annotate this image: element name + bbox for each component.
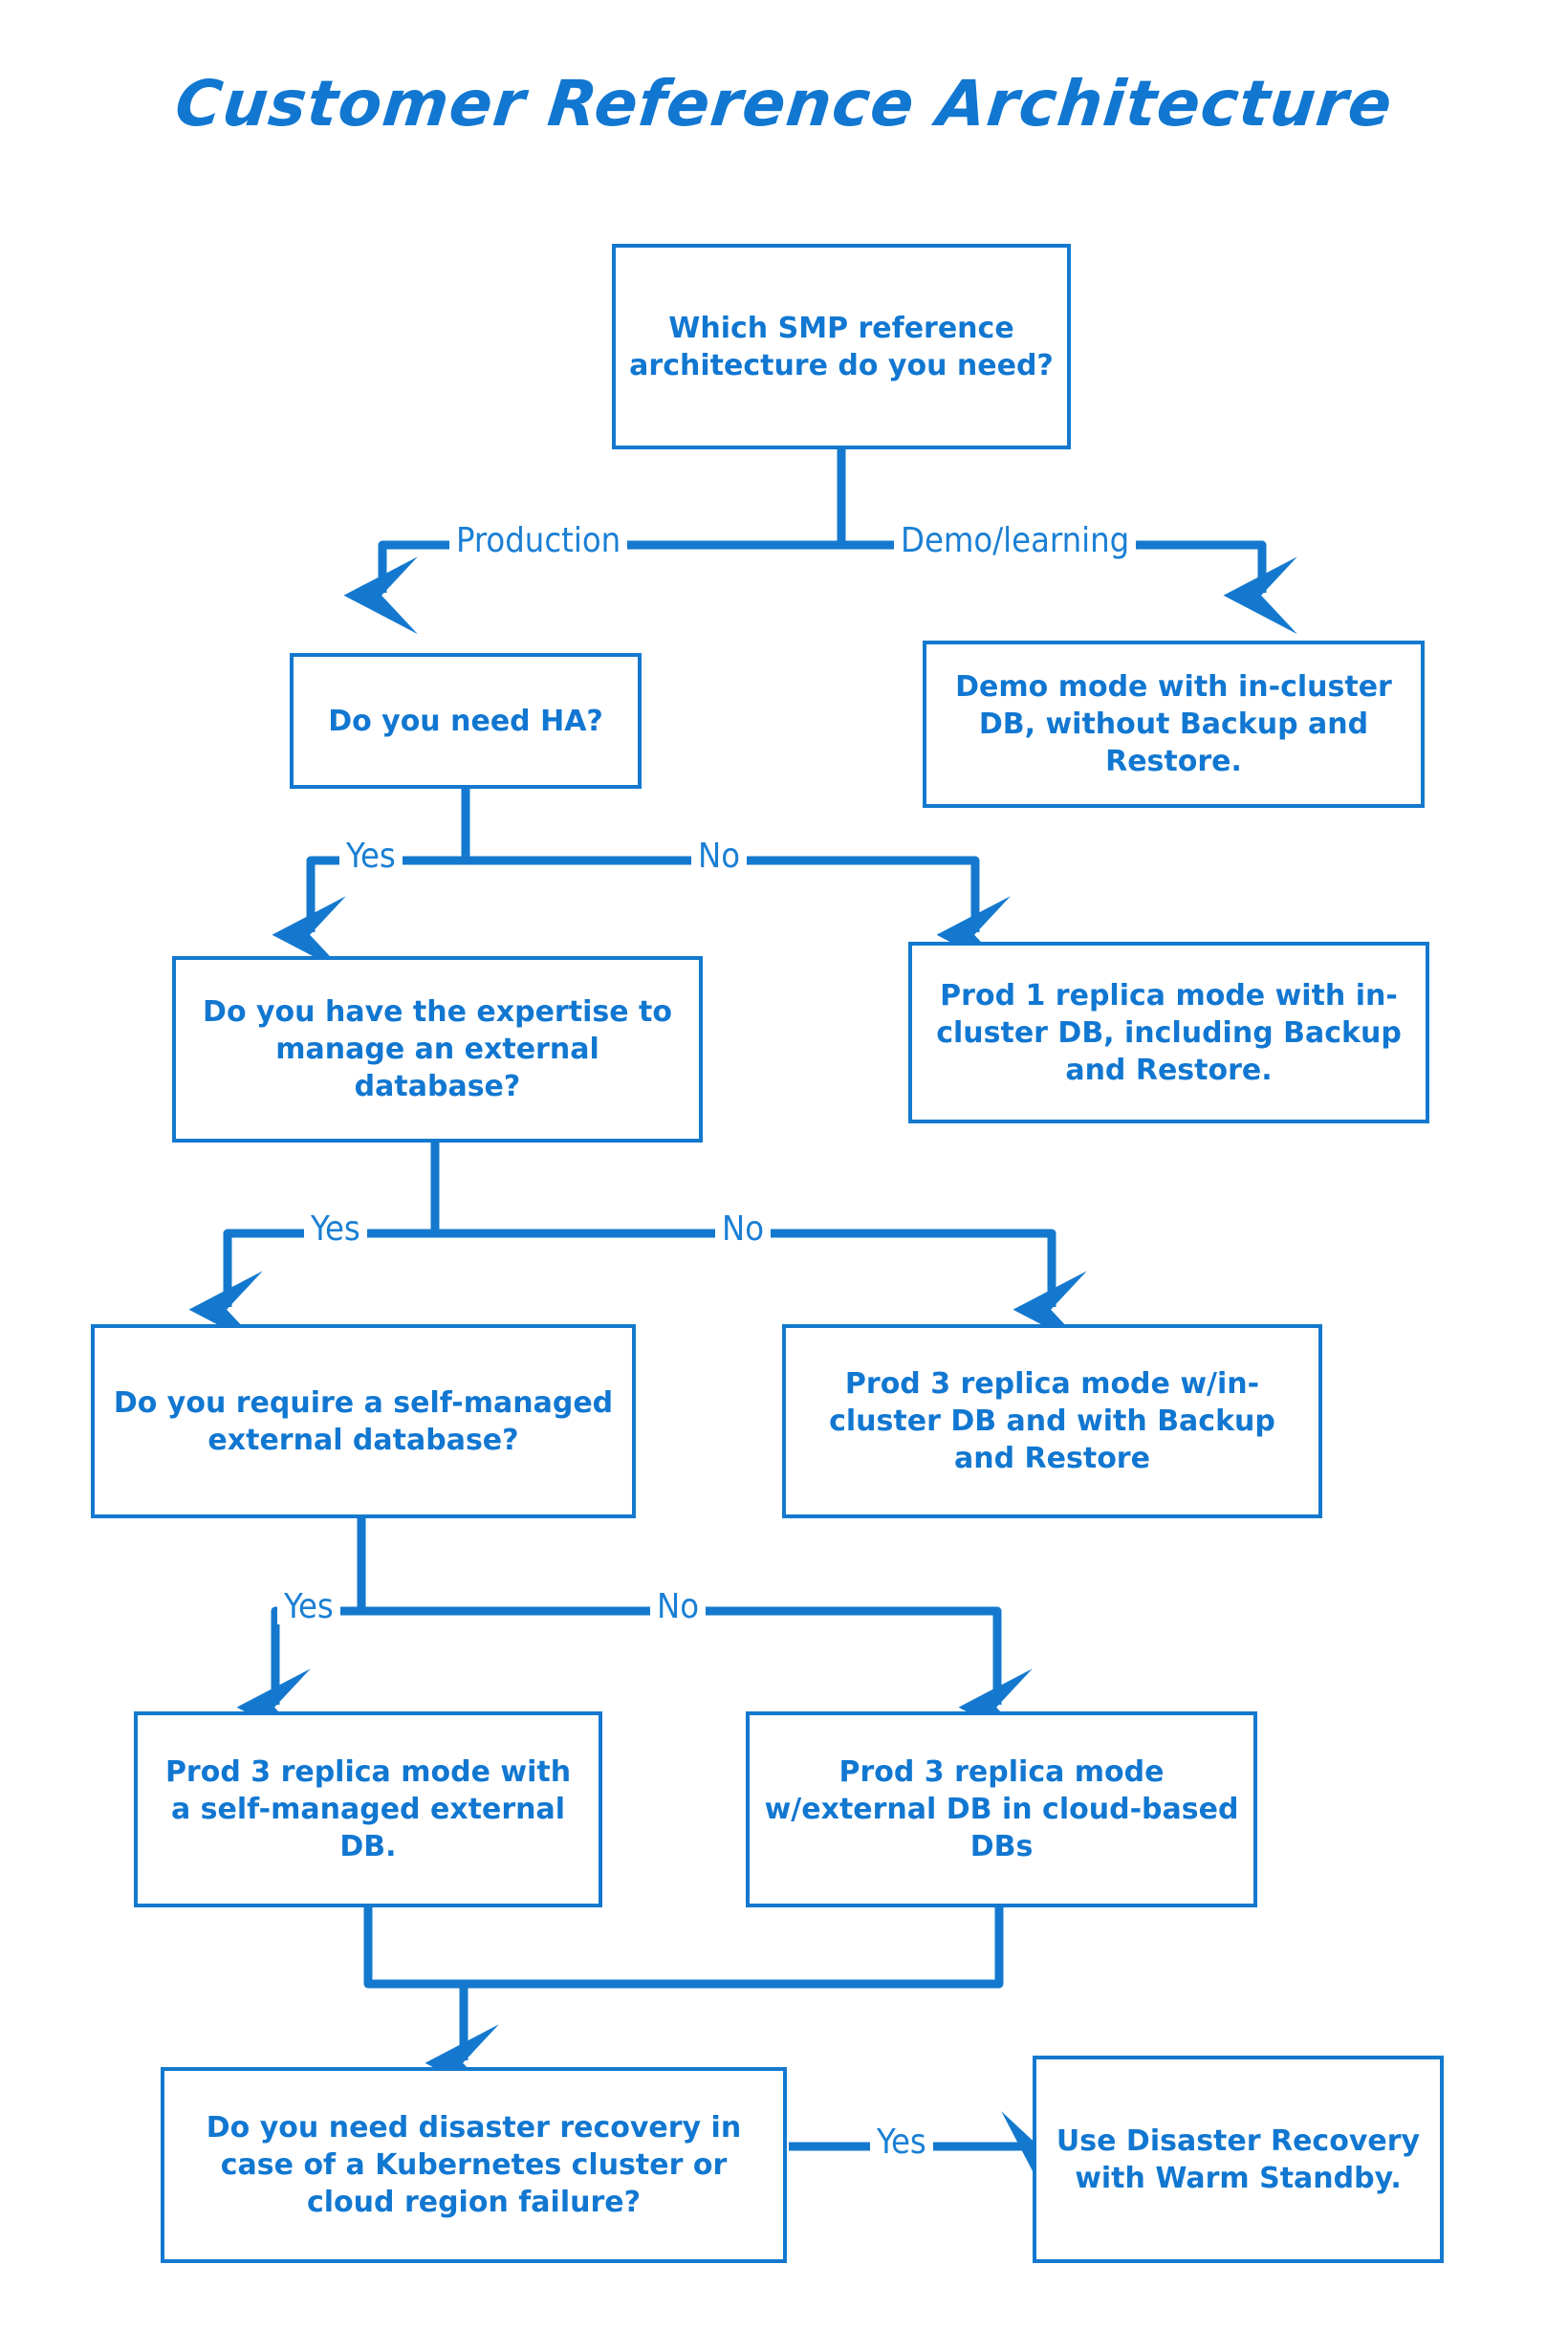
node-prod3-incluster[interactable]: Prod 3 replica mode w/in-cluster DB and … — [782, 1324, 1322, 1518]
page-title: Customer Reference Architecture — [171, 67, 1397, 141]
node-expertise[interactable]: Do you have the expertise to manage an e… — [172, 956, 703, 1143]
edge-label-dr-yes: Yes — [870, 2125, 933, 2160]
node-prod3-selfmanaged[interactable]: Prod 3 replica mode with a self-managed … — [134, 1711, 602, 1907]
node-warm-standby-label: Use Disaster Recovery with Warm Standby. — [1056, 2123, 1421, 2195]
node-prod1-replica-label: Prod 1 replica mode with in-cluster DB, … — [936, 978, 1402, 1087]
node-expertise-label: Do you have the expertise to manage an e… — [203, 995, 672, 1103]
edge-label-expertise-yes: Yes — [304, 1212, 367, 1247]
node-prod3-selfmanaged-label: Prod 3 replica mode with a self-managed … — [164, 1755, 572, 1863]
edge-label-selfmanaged-no: No — [650, 1590, 707, 1624]
edge-label-production: Production — [449, 524, 628, 558]
edge-label-demo-learning: Demo/learning — [894, 524, 1137, 558]
node-self-managed-question[interactable]: Do you require a self-managed external d… — [91, 1324, 636, 1518]
edge-label-ha-no: No — [691, 839, 748, 874]
node-disaster-recovery-question[interactable]: Do you need disaster recovery in case of… — [161, 2067, 787, 2263]
node-prod3-incluster-label: Prod 3 replica mode w/in-cluster DB and … — [829, 1367, 1275, 1475]
node-prod3-cloud[interactable]: Prod 3 replica mode w/external DB in clo… — [746, 1711, 1257, 1907]
node-demo-mode-label: Demo mode with in-cluster DB, without Ba… — [955, 670, 1392, 778]
node-disaster-recovery-question-label: Do you need disaster recovery in case of… — [206, 2111, 742, 2219]
node-prod3-cloud-label: Prod 3 replica mode w/external DB in clo… — [764, 1755, 1239, 1863]
edge-merge-bottom — [363, 1907, 1004, 1989]
node-need-ha[interactable]: Do you need HA? — [290, 653, 642, 789]
node-which-architecture-label: Which SMP reference architecture do you … — [629, 311, 1054, 382]
node-demo-mode[interactable]: Demo mode with in-cluster DB, without Ba… — [923, 641, 1425, 808]
node-prod1-replica[interactable]: Prod 1 replica mode with in-cluster DB, … — [908, 942, 1429, 1123]
node-which-architecture[interactable]: Which SMP reference architecture do you … — [612, 244, 1071, 449]
node-self-managed-question-label: Do you require a self-managed external d… — [113, 1385, 614, 1457]
edge-label-expertise-no: No — [715, 1212, 772, 1247]
edge-label-selfmanaged-yes: Yes — [277, 1590, 340, 1624]
node-warm-standby[interactable]: Use Disaster Recovery with Warm Standby. — [1033, 2056, 1444, 2263]
node-need-ha-label: Do you need HA? — [328, 704, 603, 738]
edge-label-ha-yes: Yes — [339, 839, 403, 874]
